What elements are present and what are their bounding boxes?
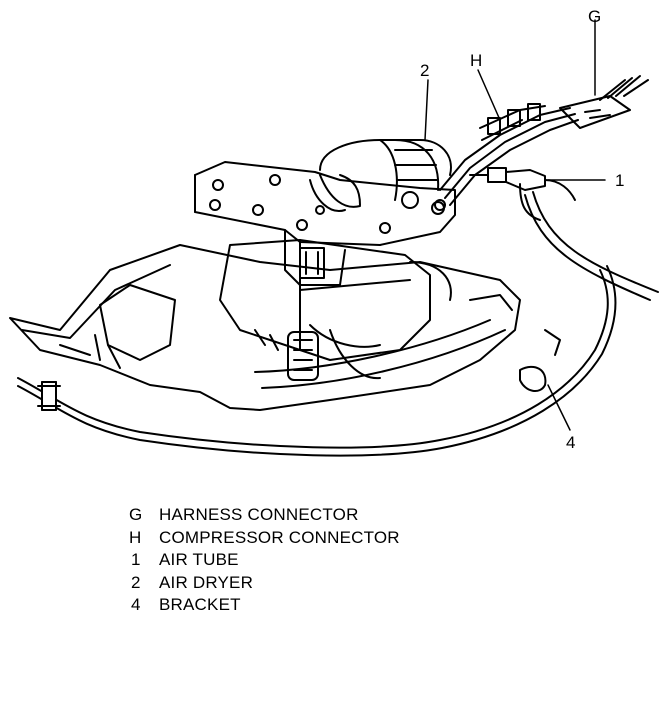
harness-connector (559, 75, 649, 129)
callout-2: 2 (420, 61, 429, 80)
legend-key: 4 (131, 595, 141, 614)
legend: G HARNESS CONNECTOR H COMPRESSOR CONNECT… (129, 505, 489, 618)
air-tube-fitting (469, 167, 659, 301)
mounting-bracket (9, 244, 561, 411)
cylinder-head (194, 161, 456, 286)
legend-row: 2 AIR DRYER (129, 573, 489, 596)
leader-4 (547, 384, 571, 431)
legend-desc: COMPRESSOR CONNECTOR (159, 527, 400, 547)
leader-h (477, 69, 501, 121)
legend-desc: AIR DRYER (159, 572, 254, 592)
compressor-harness (439, 103, 579, 206)
legend-desc: BRACKET (159, 595, 241, 614)
legend-desc: AIR TUBE (159, 550, 239, 569)
lower-air-tube (17, 265, 617, 457)
callout-4: 4 (566, 433, 575, 452)
legend-key: H (129, 527, 142, 547)
callout-h: H (470, 51, 482, 70)
legend-key: 1 (131, 550, 141, 569)
leader-lines (424, 19, 606, 431)
air-dryer (309, 139, 452, 215)
legend-key: 2 (131, 572, 141, 592)
legend-desc: HARNESS CONNECTOR (159, 505, 359, 524)
leader-2 (424, 79, 429, 141)
callout-g: G (588, 7, 601, 26)
compressor-assembly-diagram: G H 2 1 4 (9, 7, 659, 457)
legend-row: H COMPRESSOR CONNECTOR (129, 528, 489, 551)
callout-1: 1 (615, 171, 624, 190)
legend-row: 1 AIR TUBE (129, 550, 489, 573)
legend-row: 4 BRACKET (129, 595, 489, 618)
legend-key: G (129, 505, 143, 524)
legend-row: G HARNESS CONNECTOR (129, 505, 489, 528)
